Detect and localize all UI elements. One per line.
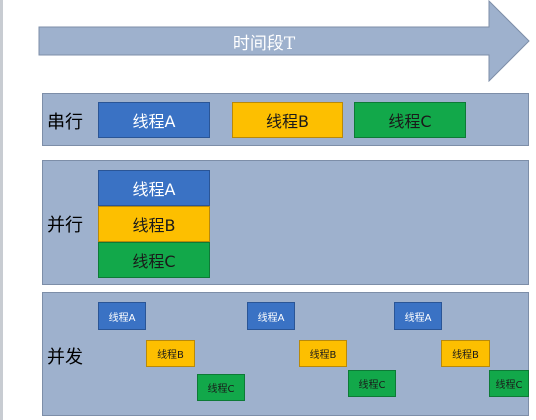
concurrent-thread-b-3: 线程B <box>441 340 490 367</box>
parallel-thread-a: 线程A <box>98 170 210 206</box>
serial-thread-c: 线程C <box>354 102 466 138</box>
serial-thread-b: 线程B <box>232 102 343 138</box>
time-period-label: 时间段T <box>232 33 296 54</box>
parallel-thread-c: 线程C <box>98 242 210 278</box>
concurrent-thread-c-1: 线程C <box>197 374 245 401</box>
concurrent-thread-a-3: 线程A <box>394 302 442 330</box>
concurrent-thread-c-3: 线程C <box>489 370 529 397</box>
concurrent-thread-b-1: 线程B <box>146 340 195 367</box>
parallel-label: 并行 <box>47 215 83 236</box>
serial-label: 串行 <box>47 112 83 133</box>
concurrent-panel: 并发 线程A 线程B 线程C 线程A 线程B 线程C 线程A 线程B 线程C <box>42 292 529 416</box>
parallel-panel: 并行 线程A 线程B 线程C <box>42 160 529 285</box>
concurrent-label: 并发 <box>47 347 83 368</box>
concurrent-thread-c-2: 线程C <box>348 370 396 397</box>
concurrent-thread-b-2: 线程B <box>299 340 347 367</box>
concurrent-thread-a-1: 线程A <box>98 302 146 330</box>
serial-panel: 串行 线程A 线程B 线程C <box>42 93 529 146</box>
parallel-thread-b: 线程B <box>98 206 210 242</box>
concurrent-thread-a-2: 线程A <box>247 302 295 330</box>
time-arrow <box>38 0 530 82</box>
serial-thread-a: 线程A <box>98 102 210 138</box>
left-edge-strip <box>0 0 3 420</box>
